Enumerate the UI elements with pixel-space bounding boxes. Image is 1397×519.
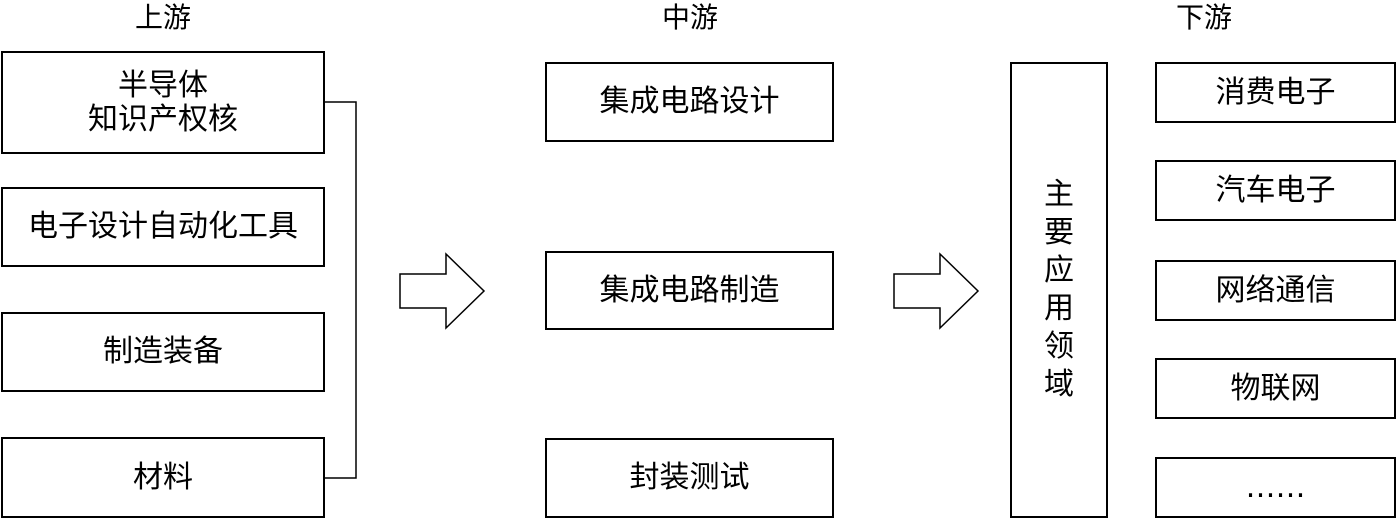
downstream-item-network-communication: 网络通信 xyxy=(1155,260,1396,321)
domain-char-2: 要 xyxy=(1044,215,1074,250)
consumer-electronics-label: 消费电子 xyxy=(1215,74,1336,110)
midstream-item-ic-manufacturing: 集成电路制造 xyxy=(545,251,834,330)
upstream-item-manufacturing-equipment: 制造装备 xyxy=(1,312,325,392)
main-application-domain-box: 主 要 应 用 领 域 xyxy=(1010,62,1108,518)
upstream-header: 上游 xyxy=(134,1,191,34)
midstream-item-ic-design: 集成电路设计 xyxy=(545,62,834,142)
downstream-item-automotive-electronics: 汽车电子 xyxy=(1155,160,1396,221)
midstream-item-packaging-testing: 封装测试 xyxy=(545,438,834,518)
domain-char-5: 领 xyxy=(1044,329,1074,364)
materials-label: 材料 xyxy=(133,459,193,495)
domain-char-1: 主 xyxy=(1044,177,1074,212)
eda-tools-label: 电子设计自动化工具 xyxy=(28,209,298,244)
upstream-item-materials: 材料 xyxy=(1,437,325,518)
upstream-item-ip-core: 半导体 知识产权核 xyxy=(1,51,325,154)
downstream-item-more: …… xyxy=(1155,457,1396,518)
downstream-item-iot: 物联网 xyxy=(1155,358,1396,419)
midstream-header: 中游 xyxy=(661,1,718,34)
downstream-item-consumer-electronics: 消费电子 xyxy=(1155,62,1396,123)
automotive-electronics-label: 汽车电子 xyxy=(1215,172,1336,208)
arrow-midstream-to-downstream xyxy=(893,252,980,330)
upstream-bracket xyxy=(324,101,357,479)
domain-char-3: 应 xyxy=(1044,253,1074,288)
domain-char-6: 域 xyxy=(1044,367,1074,402)
ip-core-label-line1: 半导体 xyxy=(118,67,208,103)
iot-label: 物联网 xyxy=(1230,370,1321,406)
manufacturing-equipment-label: 制造装备 xyxy=(103,334,223,369)
downstream-header: 下游 xyxy=(1175,1,1232,34)
ic-manufacturing-label: 集成电路制造 xyxy=(599,272,780,308)
ic-design-label: 集成电路设计 xyxy=(599,84,780,119)
packaging-testing-label: 封装测试 xyxy=(629,460,750,495)
more-label: …… xyxy=(1245,469,1306,505)
network-communication-label: 网络通信 xyxy=(1215,272,1336,308)
ip-core-label-line2: 知识产权核 xyxy=(88,101,238,137)
arrow-upstream-to-midstream xyxy=(399,252,486,330)
upstream-item-eda-tools: 电子设计自动化工具 xyxy=(1,187,325,267)
domain-char-4: 用 xyxy=(1044,291,1074,326)
